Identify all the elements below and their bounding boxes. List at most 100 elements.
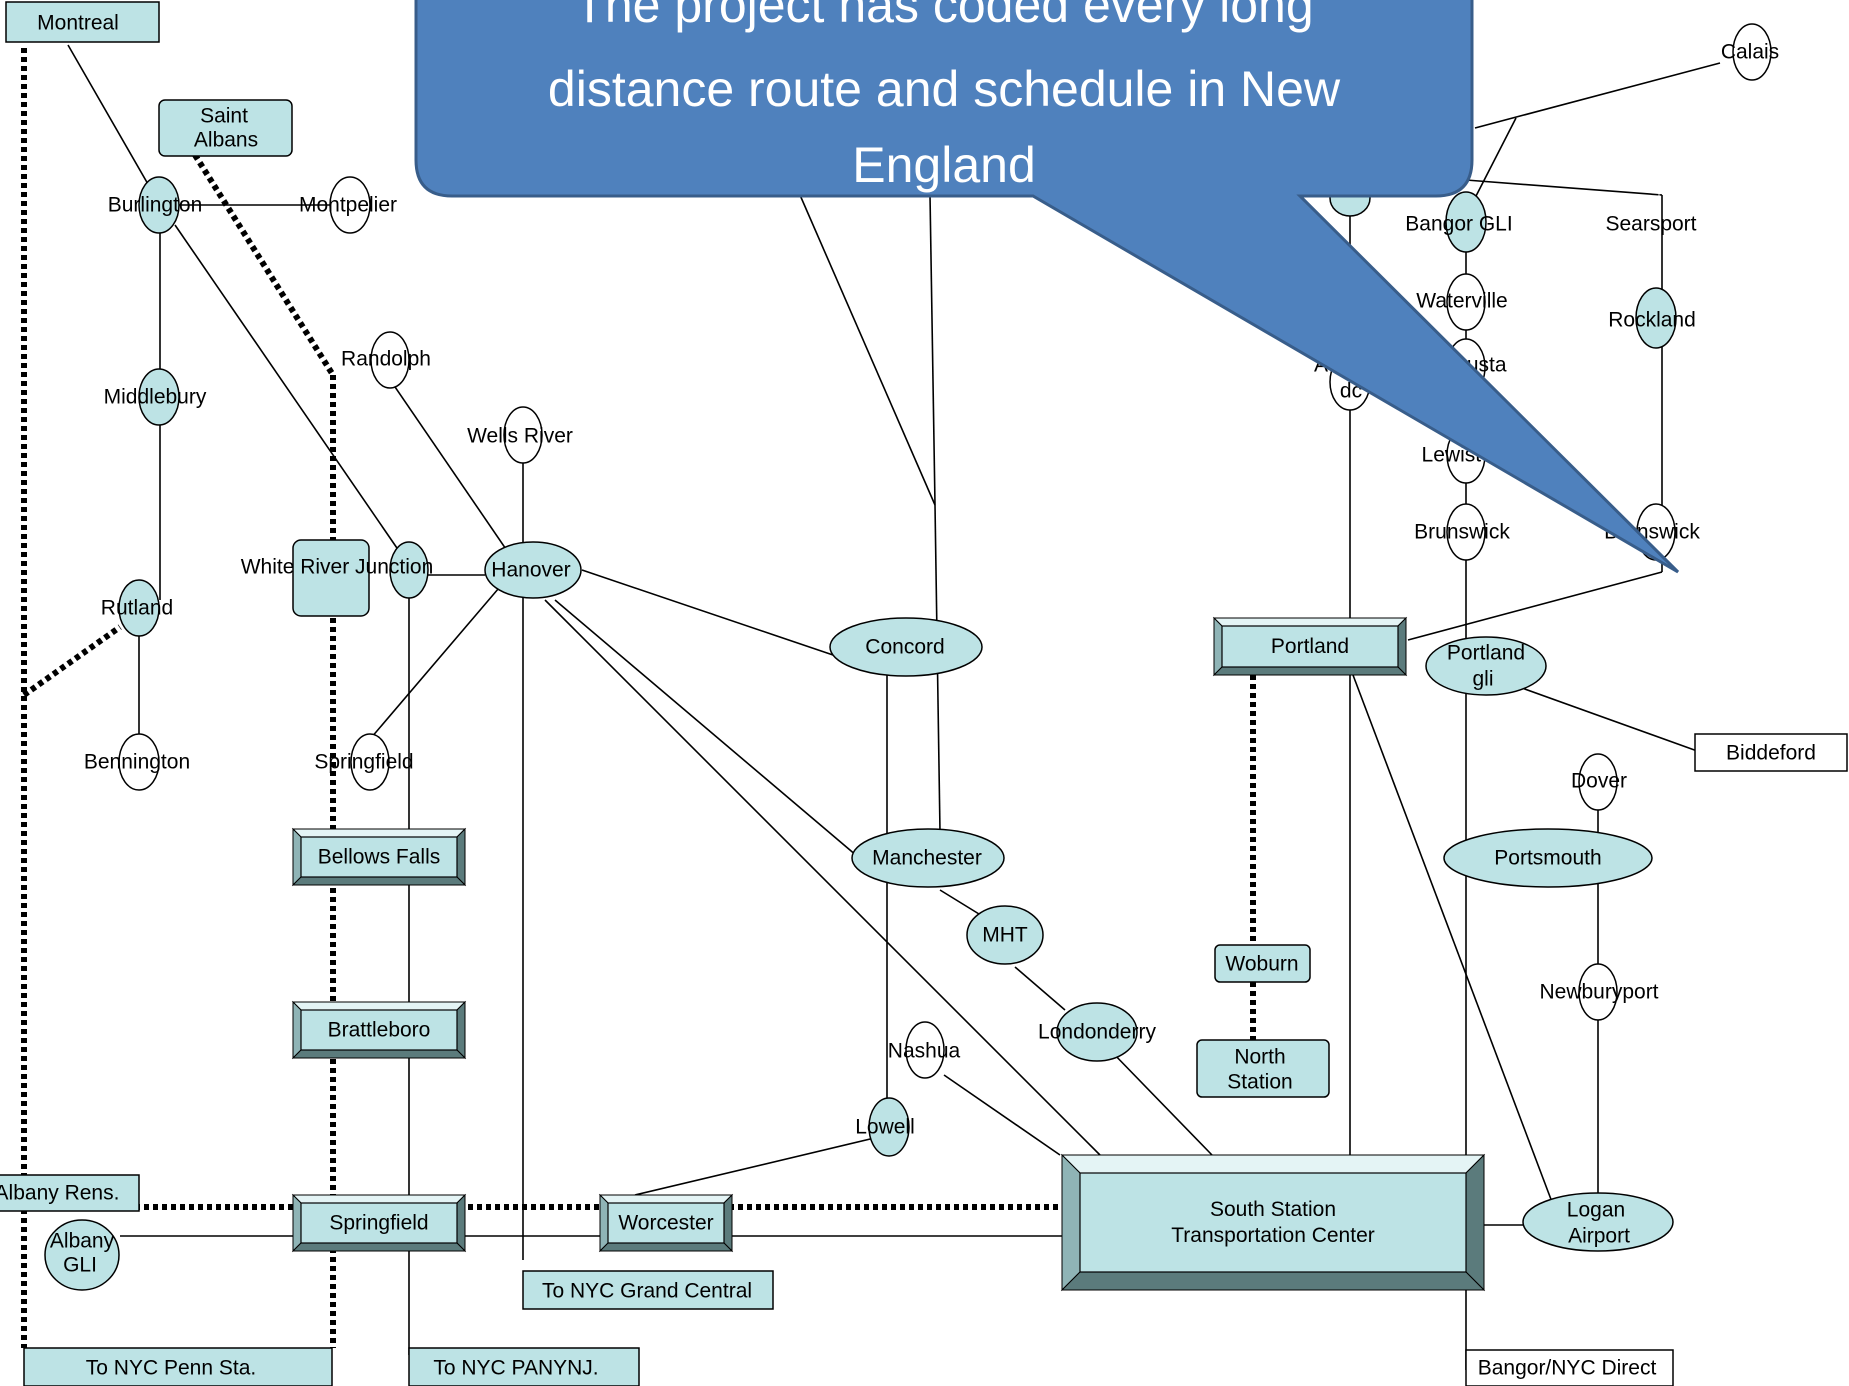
bevel-worcester[interactable]: Worcester [598, 1193, 734, 1253]
node-springfield-vt[interactable] [350, 733, 390, 791]
label-brunswick: Brunswick [1414, 521, 1510, 544]
label-portsmouth: Portsmouth [1494, 847, 1601, 870]
label-londonderry: Londonderry [1038, 1021, 1156, 1044]
label-biddeford: Biddeford [1726, 742, 1816, 765]
node-portsmouth[interactable] [1443, 828, 1653, 888]
callout-line-1: The project has coded every long [574, 0, 1313, 33]
label-logan-2: Airport [1568, 1225, 1630, 1248]
label-rutland: Rutland [101, 597, 173, 620]
label-south-station-1: South Station [1210, 1198, 1336, 1221]
node-randolph[interactable] [370, 331, 410, 389]
node-londonderry[interactable] [1056, 1002, 1138, 1062]
city-nodes [44, 23, 1772, 1291]
node-nashua[interactable] [905, 1021, 945, 1079]
node-hanover[interactable] [484, 541, 582, 599]
label-saint-albans-1: Saint [200, 105, 248, 128]
bevel-portland[interactable]: Portland [1212, 616, 1408, 677]
label-rockland: Rockland [1608, 309, 1696, 332]
label-hanover: Hanover [491, 559, 570, 582]
box-saint-albans[interactable] [158, 99, 293, 157]
label-middlebury: Middlebury [104, 386, 207, 409]
box-north-station[interactable] [1196, 1039, 1330, 1098]
box-nyc-grand-central[interactable] [522, 1270, 774, 1310]
node-mht[interactable] [966, 905, 1044, 965]
label-portland-gli-1: Portland [1447, 642, 1525, 665]
node-newburyport[interactable] [1578, 963, 1618, 1021]
label-nyc-panynj: To NYC PANYNJ. [433, 1357, 598, 1380]
label-manchester: Manchester [872, 847, 982, 870]
box-nyc-penn[interactable] [23, 1347, 333, 1386]
label-logan-1: Logan [1567, 1199, 1625, 1222]
node-white-river-circle[interactable] [389, 541, 429, 599]
node-searsport[interactable] [1658, 192, 1660, 252]
node-bangor-gli[interactable] [1445, 191, 1487, 253]
label-albany-gli-2: GLI [63, 1254, 97, 1277]
node-burlington[interactable] [138, 176, 180, 234]
node-wells-river[interactable] [503, 406, 543, 464]
label-searsport: Searsport [1605, 213, 1696, 236]
callout-shape [414, 0, 1680, 574]
box-albany-rens[interactable] [0, 1174, 140, 1212]
label-mht: MHT [982, 924, 1028, 947]
label-bangor-gli: Bangor GLI [1405, 213, 1512, 236]
label-bangor-nyc: Bangor/NYC Direct [1478, 1357, 1657, 1380]
node-calais[interactable] [1732, 23, 1772, 81]
label-nashua: Nashua [888, 1040, 961, 1063]
label-randolph: Randolph [341, 348, 431, 371]
label-albany-gli-1: Albany [50, 1230, 115, 1253]
label-north-station-1: North [1234, 1046, 1285, 1069]
label-white-river-junction: White River Junction [241, 556, 434, 579]
label-south-station-2: Transportation Center [1171, 1224, 1375, 1247]
box-white-river[interactable] [292, 539, 370, 617]
box-bangor-nyc[interactable] [1465, 1349, 1674, 1386]
label-dover: Dover [1571, 770, 1627, 793]
node-portland-gli[interactable] [1425, 636, 1547, 696]
label-worcester: Worcester [618, 1212, 713, 1235]
label-saint-albans-2: Albans [194, 129, 258, 152]
box-montreal[interactable] [5, 1, 160, 43]
dotted-routes [21, 48, 1256, 1348]
node-lowell[interactable] [868, 1097, 910, 1157]
node-brunswick[interactable] [1446, 503, 1486, 561]
label-calais: Calais [1721, 41, 1779, 64]
node-dover[interactable] [1578, 753, 1618, 811]
box-nyc-panynj[interactable] [408, 1347, 640, 1386]
node-concord[interactable] [829, 617, 983, 677]
bevel-springfield-ma[interactable]: Springfield [291, 1193, 467, 1253]
bevel-bellows-falls[interactable]: Bellows Falls [291, 827, 467, 887]
label-wells-river: Wells River [467, 425, 573, 448]
label-portland-gli-2: gli [1472, 668, 1493, 691]
label-springfield-vt: Springfield [314, 751, 413, 774]
callout: The project has coded every long distanc… [414, 0, 1680, 574]
node-middlebury[interactable] [138, 368, 180, 426]
route-lines [67, 44, 1721, 1370]
label-nyc-grand-central: To NYC Grand Central [542, 1280, 752, 1303]
label-north-station-2: Station [1227, 1071, 1292, 1094]
box-biddeford[interactable] [1694, 733, 1848, 772]
label-nyc-penn: To NYC Penn Sta. [86, 1357, 256, 1380]
label-bennington: Bennington [84, 751, 190, 774]
callout-line-3: England [852, 137, 1036, 193]
node-rockland[interactable] [1635, 287, 1677, 349]
label-burlington: Burlington [108, 194, 203, 217]
node-rutland[interactable] [118, 579, 160, 637]
bevel-brattleboro[interactable]: Brattleboro [291, 1000, 467, 1060]
node-albany-gli[interactable] [44, 1219, 120, 1291]
label-bellows-falls: Bellows Falls [318, 846, 441, 869]
label-montreal: Montreal [37, 12, 119, 35]
label-lowell: Lowell [855, 1116, 915, 1139]
node-bennington[interactable] [118, 733, 160, 791]
label-concord: Concord [865, 636, 944, 659]
node-montpelier[interactable] [329, 176, 371, 234]
label-brattleboro: Brattleboro [328, 1019, 431, 1042]
callout-line-2: distance route and schedule in New [548, 61, 1341, 117]
node-manchester[interactable] [851, 828, 1005, 888]
node-logan[interactable] [1522, 1192, 1674, 1252]
label-montpelier: Montpelier [299, 194, 397, 217]
box-woburn[interactable] [1214, 944, 1311, 983]
node-waterville[interactable] [1446, 273, 1486, 331]
label-portland: Portland [1271, 635, 1349, 658]
